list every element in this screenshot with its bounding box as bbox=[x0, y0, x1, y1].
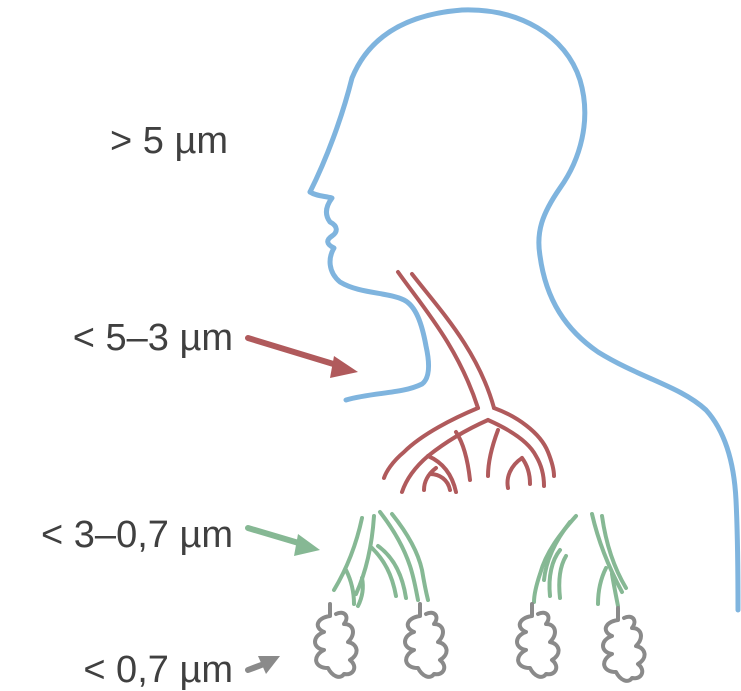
arrow-trachea bbox=[248, 338, 358, 378]
bronchioles bbox=[334, 512, 626, 606]
alveoli bbox=[315, 604, 645, 681]
alveolus-cluster-3 bbox=[517, 604, 559, 677]
arrow-alveoli bbox=[248, 656, 280, 674]
arrow-bronchioles bbox=[248, 528, 320, 556]
label-particle-size-alveoli: < 0,7 µm bbox=[83, 651, 233, 689]
alveolus-cluster-2 bbox=[405, 604, 447, 677]
label-particle-size-bronchioles: < 3–0,7 µm bbox=[41, 516, 233, 554]
alveolus-cluster-1 bbox=[315, 604, 357, 677]
alveolus-cluster-4 bbox=[603, 608, 645, 681]
label-particle-size-large: > 5 µm bbox=[110, 122, 228, 160]
label-particle-size-trachea: < 5–3 µm bbox=[73, 319, 233, 357]
